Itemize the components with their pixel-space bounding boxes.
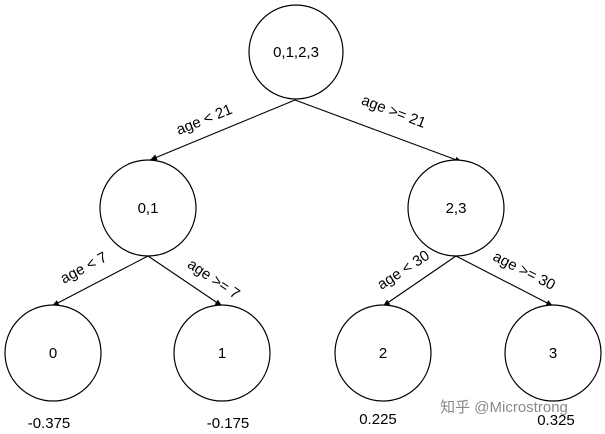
node-leaf0: 0 [4, 304, 102, 402]
edge-label-left-leaf0: age < 7 [58, 249, 111, 288]
watermark: 知乎 @Microstrong [440, 399, 568, 416]
node-leaf2: 2 [334, 304, 432, 402]
edge-left-leaf0 [51, 255, 149, 307]
node-leaf1: 1 [173, 304, 271, 402]
edge-left-leaf1 [147, 255, 223, 307]
leaf-value-2: 0.225 [359, 411, 397, 428]
edge-root-left [149, 99, 296, 161]
node-leaf2-label: 2 [379, 345, 387, 362]
node-right-label: 2,3 [446, 200, 467, 217]
edge-label-root-left: age < 21 [174, 101, 235, 139]
node-left-label: 0,1 [138, 200, 159, 217]
edge-right-leaf3 [455, 255, 554, 307]
node-leaf3-label: 3 [549, 345, 557, 362]
edge-right-leaf2 [382, 255, 457, 307]
node-right: 2,3 [407, 159, 505, 257]
node-left: 0,1 [99, 159, 197, 257]
edge-label-right-leaf2: age < 30 [374, 247, 433, 293]
node-leaf0-label: 0 [49, 345, 57, 362]
edge-root-right [294, 99, 463, 163]
node-root: 0,1,2,3 [248, 4, 344, 100]
leaf-value-0: -0.375 [28, 415, 71, 432]
node-root-label: 0,1,2,3 [273, 44, 319, 61]
node-leaf3: 3 [504, 304, 602, 402]
edge-label-left-leaf1: age >= 7 [184, 256, 243, 303]
edge-label-root-right: age >= 21 [359, 92, 428, 132]
edge-label-right-leaf3: age >= 30 [490, 248, 558, 294]
leaf-value-3: 0.325 [537, 412, 575, 429]
node-leaf1-label: 1 [218, 345, 226, 362]
leaf-value-1: -0.175 [207, 415, 250, 432]
